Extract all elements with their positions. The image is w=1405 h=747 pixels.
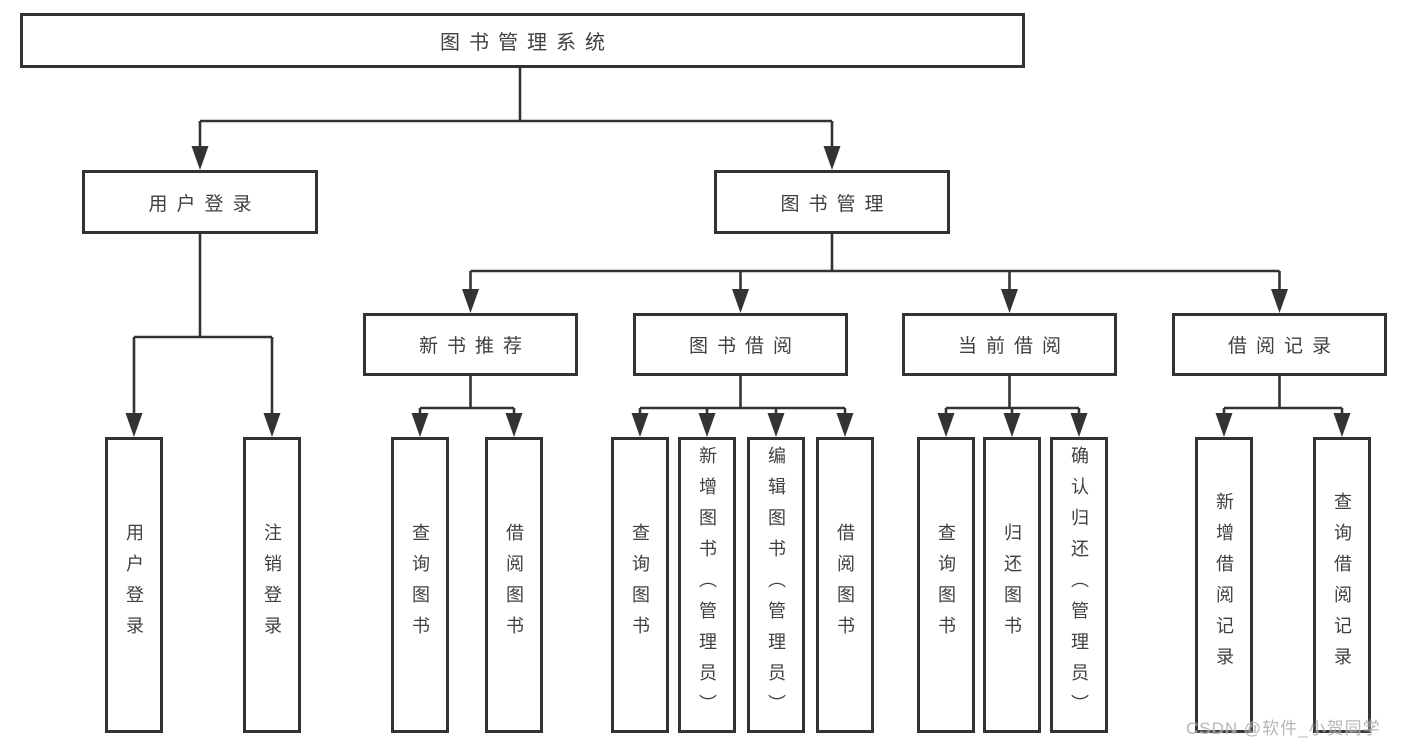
connector-root-to-level2 (191, 68, 841, 170)
connector-user-login-children (125, 234, 281, 437)
leaf-edit-books-admin: 编辑图书（管理员） (747, 437, 805, 733)
leaf-borrow-books-recommend: 借阅图书 (485, 437, 543, 733)
node-book-borrow-label: 图书借阅 (688, 336, 801, 357)
leaf-confirm-return-admin: 确认归还（管理员） (1050, 437, 1108, 733)
watermark: CSDN @软件_小贺同学 (1186, 719, 1381, 738)
leaf-borrow-books-recommend-label: 借阅图书 (504, 523, 524, 647)
leaf-return-books-label: 归还图书 (1002, 523, 1022, 647)
leaf-return-books: 归还图书 (983, 437, 1041, 733)
node-library-system: 图书管理系统 (20, 13, 1025, 68)
node-borrow-records: 借阅记录 (1172, 313, 1387, 376)
node-new-book-recommend: 新书推荐 (363, 313, 578, 376)
node-library-system-label: 图书管理系统 (440, 32, 614, 54)
node-borrow-records-label: 借阅记录 (1227, 336, 1340, 357)
leaf-add-borrow-record: 新增借阅记录 (1195, 437, 1253, 733)
connector-borrow-records-children (1215, 376, 1351, 437)
leaf-borrow-books-borrow-label: 借阅图书 (835, 523, 855, 647)
leaf-confirm-return-admin-label: 确认归还（管理员） (1069, 445, 1089, 725)
leaf-query-borrow-record-label: 查询借阅记录 (1332, 492, 1352, 678)
node-book-management-label: 图书管理 (780, 193, 893, 215)
leaf-add-books-admin-label: 新增图书（管理员） (697, 445, 717, 725)
leaf-query-books-borrow: 查询图书 (611, 437, 669, 733)
connector-new-book-recommend-children (411, 376, 523, 437)
leaf-edit-books-admin-label: 编辑图书（管理员） (766, 445, 786, 725)
leaf-query-books-current: 查询图书 (917, 437, 975, 733)
leaf-logout-label: 注销登录 (262, 523, 282, 647)
leaf-add-borrow-record-label: 新增借阅记录 (1214, 492, 1234, 678)
connector-book-borrow-children (631, 376, 854, 437)
leaf-query-books-borrow-label: 查询图书 (630, 523, 650, 647)
leaf-query-books-recommend-label: 查询图书 (410, 523, 430, 647)
leaf-user-login-label: 用户登录 (124, 523, 144, 647)
node-book-management: 图书管理 (714, 170, 950, 234)
leaf-query-borrow-record: 查询借阅记录 (1313, 437, 1371, 733)
connector-current-borrow-children (937, 376, 1088, 437)
node-user-login: 用户登录 (82, 170, 318, 234)
leaf-add-books-admin: 新增图书（管理员） (678, 437, 736, 733)
leaf-query-books-recommend: 查询图书 (391, 437, 449, 733)
node-current-borrow: 当前借阅 (902, 313, 1117, 376)
connector-book-management-children (462, 234, 1288, 313)
node-user-login-label: 用户登录 (148, 193, 261, 215)
leaf-query-books-current-label: 查询图书 (936, 523, 956, 647)
leaf-user-login: 用户登录 (105, 437, 163, 733)
node-current-borrow-label: 当前借阅 (957, 336, 1070, 357)
node-new-book-recommend-label: 新书推荐 (418, 336, 531, 357)
leaf-logout: 注销登录 (243, 437, 301, 733)
leaf-borrow-books-borrow: 借阅图书 (816, 437, 874, 733)
node-book-borrow: 图书借阅 (633, 313, 848, 376)
